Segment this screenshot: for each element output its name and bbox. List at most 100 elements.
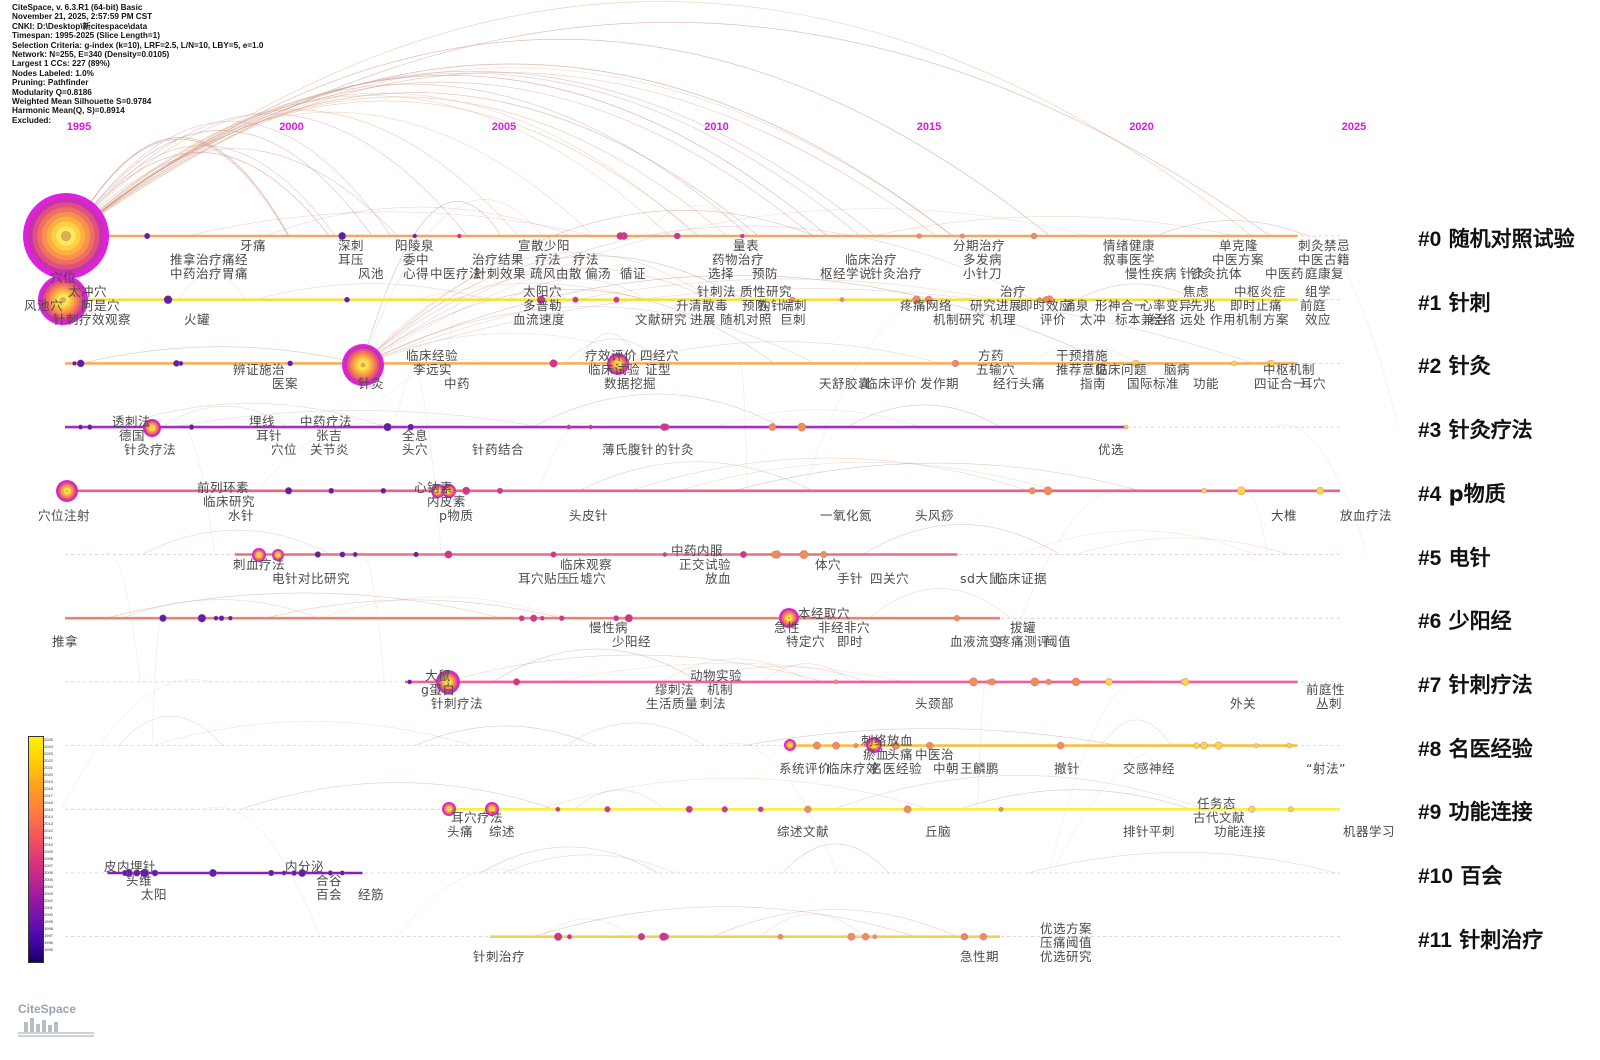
keyword-node: [813, 741, 821, 750]
cluster-id: #1: [1418, 291, 1442, 315]
legend-tick: 2024: [44, 744, 53, 749]
keyword-label: 随机对照: [720, 312, 773, 327]
keyword-label: 组学: [1305, 284, 1332, 299]
keyword-label: 名医经验: [870, 761, 923, 776]
keyword-label: 耳压: [338, 252, 365, 267]
keyword-label: 头维: [126, 873, 153, 888]
hub-node-core: [787, 616, 791, 620]
citation-arc: [532, 393, 782, 428]
keyword-label: 四关穴: [870, 571, 910, 586]
keyword-node: [227, 615, 233, 621]
keyword-label: 辨证施治: [233, 362, 286, 377]
legend-tick: 1998: [44, 926, 53, 931]
citation-arc: [357, 359, 491, 428]
citation-arc: [743, 728, 1120, 746]
keyword-node: [1316, 486, 1325, 495]
citation-arc: [738, 360, 748, 491]
year-color-legend: [28, 736, 44, 963]
keyword-node: [1214, 741, 1223, 750]
legend-tick: 2009: [44, 849, 53, 854]
citation-arc: [361, 255, 744, 365]
citation-arc: [69, 21, 1271, 237]
year-label: 1995: [66, 121, 92, 133]
keyword-label: 分期治疗: [953, 238, 1006, 253]
citation-arc: [264, 599, 562, 619]
keyword-label: 丛刺: [1316, 696, 1343, 711]
cluster-label: #11 针刺治疗: [1418, 924, 1543, 954]
citation-arc: [361, 289, 775, 365]
keyword-node: [1056, 741, 1065, 750]
hub-node-core: [60, 230, 72, 242]
keyword-label: 头风痧: [915, 508, 955, 523]
citation-arc: [81, 346, 360, 364]
hub-node-core: [150, 426, 154, 430]
keyword-label: 方案: [1263, 312, 1290, 327]
keyword-node: [352, 551, 358, 558]
citation-arc: [642, 204, 747, 237]
keyword-label: 牙痛: [240, 238, 267, 253]
keyword-label: 耳穴疗法: [451, 810, 504, 825]
keyword-label: 风池: [358, 266, 385, 281]
keyword-label: 中医药: [1265, 266, 1305, 281]
citation-arc: [533, 906, 917, 937]
keyword-label: 优选研究: [1040, 949, 1093, 964]
logo-text: CiteSpace: [18, 1002, 77, 1016]
citation-arc: [118, 715, 224, 746]
keyword-label: 研究进展: [970, 298, 1023, 313]
citation-arc: [69, 111, 595, 237]
hub-node-core: [448, 808, 450, 810]
citation-arc: [177, 273, 246, 300]
keyword-node: [1030, 232, 1038, 240]
citation-arc: [574, 789, 665, 810]
keyword-node: [339, 551, 346, 558]
citation-arc: [734, 462, 1141, 492]
keyword-label: 百会: [316, 887, 343, 902]
keyword-label: 埋线: [249, 414, 276, 429]
keyword-label: 耳穴: [1300, 376, 1327, 391]
keyword-label: 临床观察: [560, 557, 613, 572]
summary-line: Selection Criteria: g-index (k=10), LRF=…: [12, 40, 264, 50]
keyword-label: 质性研究: [740, 284, 793, 299]
citation-arc: [445, 295, 467, 364]
keyword-node: [959, 233, 965, 239]
keyword-label: 非经非穴: [818, 620, 871, 635]
citation-arc: [577, 333, 641, 364]
citation-arc: [361, 332, 661, 365]
citation-arc: [69, 67, 953, 237]
citation-arc: [115, 403, 386, 428]
keyword-label: 量表: [733, 238, 760, 253]
keyword-node: [208, 869, 217, 877]
cluster-label: #0 随机对照试验: [1418, 223, 1575, 253]
keyword-label: 临床试验: [588, 362, 641, 377]
year-label: 2000: [279, 121, 304, 133]
keyword-node: [926, 741, 934, 750]
keyword-node: [804, 805, 812, 813]
keyword-label: 放血疗法: [1340, 508, 1393, 523]
keyword-label: 标本兼治: [1115, 312, 1168, 327]
citation-arc: [69, 92, 759, 237]
keyword-label: 临床治疗: [845, 252, 898, 267]
citation-arc: [69, 39, 1051, 237]
keyword-node: [771, 550, 779, 559]
summary-line: CiteSpace, v. 6.3.R1 (64-bit) Basic: [12, 3, 143, 12]
citation-arc: [122, 599, 319, 619]
cluster-name: 少阳经: [1441, 609, 1512, 634]
legend-tick: 2018: [44, 786, 53, 791]
citation-arc: [361, 208, 1089, 365]
keyword-label: 正交试验: [679, 557, 732, 572]
legend-tick: 2004: [44, 884, 53, 889]
keyword-node: [768, 423, 777, 431]
citation-arc: [833, 775, 1205, 810]
keyword-label: 中枢炎症: [1234, 284, 1287, 299]
citation-arc: [69, 152, 330, 237]
keyword-label: 针刺法: [697, 284, 737, 299]
citation-arc: [361, 252, 713, 365]
keyword-label: 丘脑: [925, 824, 952, 839]
keyword-node: [558, 615, 565, 621]
keyword-label: 水针: [228, 508, 255, 523]
keyword-label: 皮内埋针: [104, 859, 157, 874]
keyword-node: [550, 551, 557, 558]
citation-arc: [69, 1, 1253, 237]
citation-arc: [719, 742, 838, 874]
summary-line: Nodes Labeled: 1.0%: [12, 68, 94, 78]
